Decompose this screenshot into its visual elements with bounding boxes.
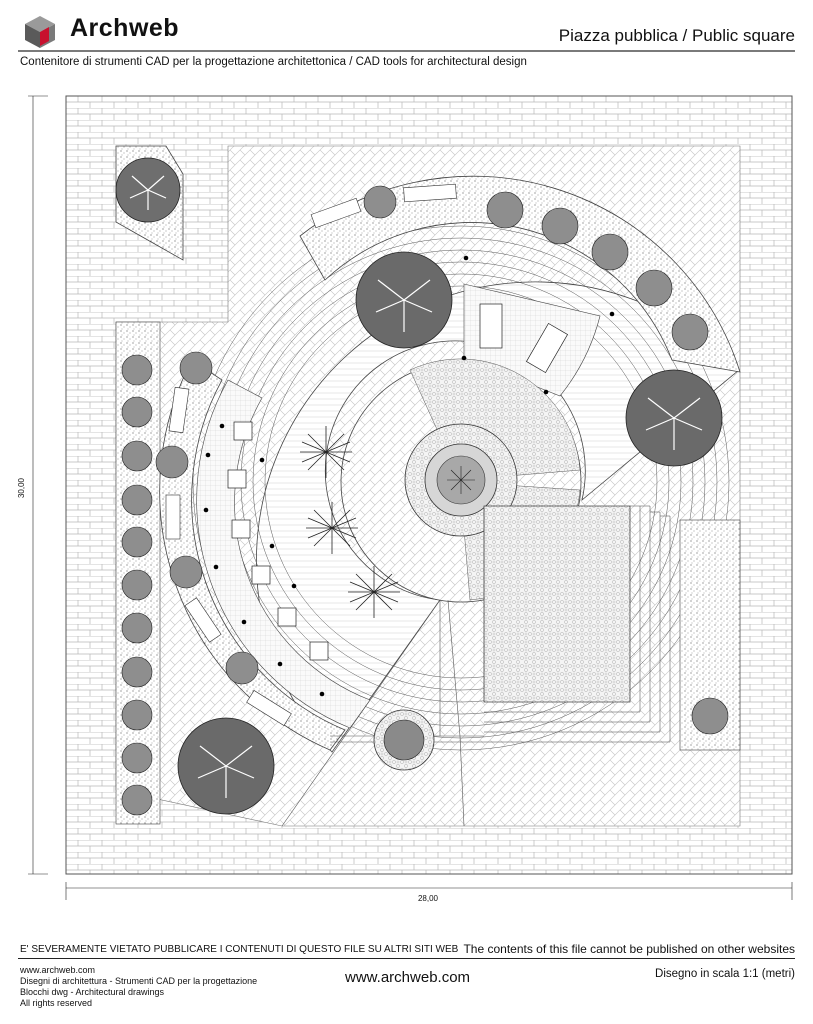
left-terrace: [196, 379, 371, 729]
dimension-lines: [28, 95, 793, 900]
lamp-posts: [203, 255, 615, 697]
footer-info: www.archweb.com Disegni di architettura …: [20, 965, 257, 1009]
width-dimension-label: 28,00: [418, 894, 439, 903]
left-benches: [165, 386, 292, 727]
page-title: Piazza pubblica / Public square: [558, 26, 795, 45]
header-divider: [18, 50, 795, 52]
footer-website-link[interactable]: www.archweb.com: [345, 969, 471, 986]
footer-line: All rights reserved: [20, 998, 93, 1008]
height-dimension-label: 30,00: [17, 477, 26, 498]
cafe-tables-upper: [479, 303, 569, 374]
scale-note: Disegno in scala 1:1 (metri): [655, 968, 795, 980]
palm-trees: [300, 426, 400, 618]
warning-english: The contents of this file cannot be publ…: [463, 942, 795, 956]
round-planter-tree: [383, 719, 425, 761]
upper-benches: [310, 183, 457, 229]
upper-planting-band: [299, 175, 741, 373]
warning-italian: E' SEVERAMENTE VIETATO PUBBLICARE I CONT…: [20, 944, 459, 955]
fountain-jet-icon: [447, 466, 475, 494]
lower-lawn: [483, 505, 631, 703]
footer-line: Blocchi dwg - Architectural drawings: [20, 987, 165, 997]
footer-line: Disegni di architettura - Strumenti CAD …: [20, 976, 258, 986]
cafe-tables-left: [227, 421, 329, 661]
shrubs: [121, 185, 729, 816]
large-trees: [115, 157, 723, 815]
site-plan-drawing: 30,00 28,00: [17, 95, 793, 903]
lawn-steps: [484, 505, 671, 743]
cube-logo-icon: [25, 16, 55, 48]
brand-name: Archweb: [70, 14, 180, 42]
footer-divider: [18, 958, 795, 959]
page-subtitle: Contenitore di strumenti CAD per la prog…: [20, 56, 527, 68]
footer-line[interactable]: www.archweb.com: [20, 965, 96, 975]
